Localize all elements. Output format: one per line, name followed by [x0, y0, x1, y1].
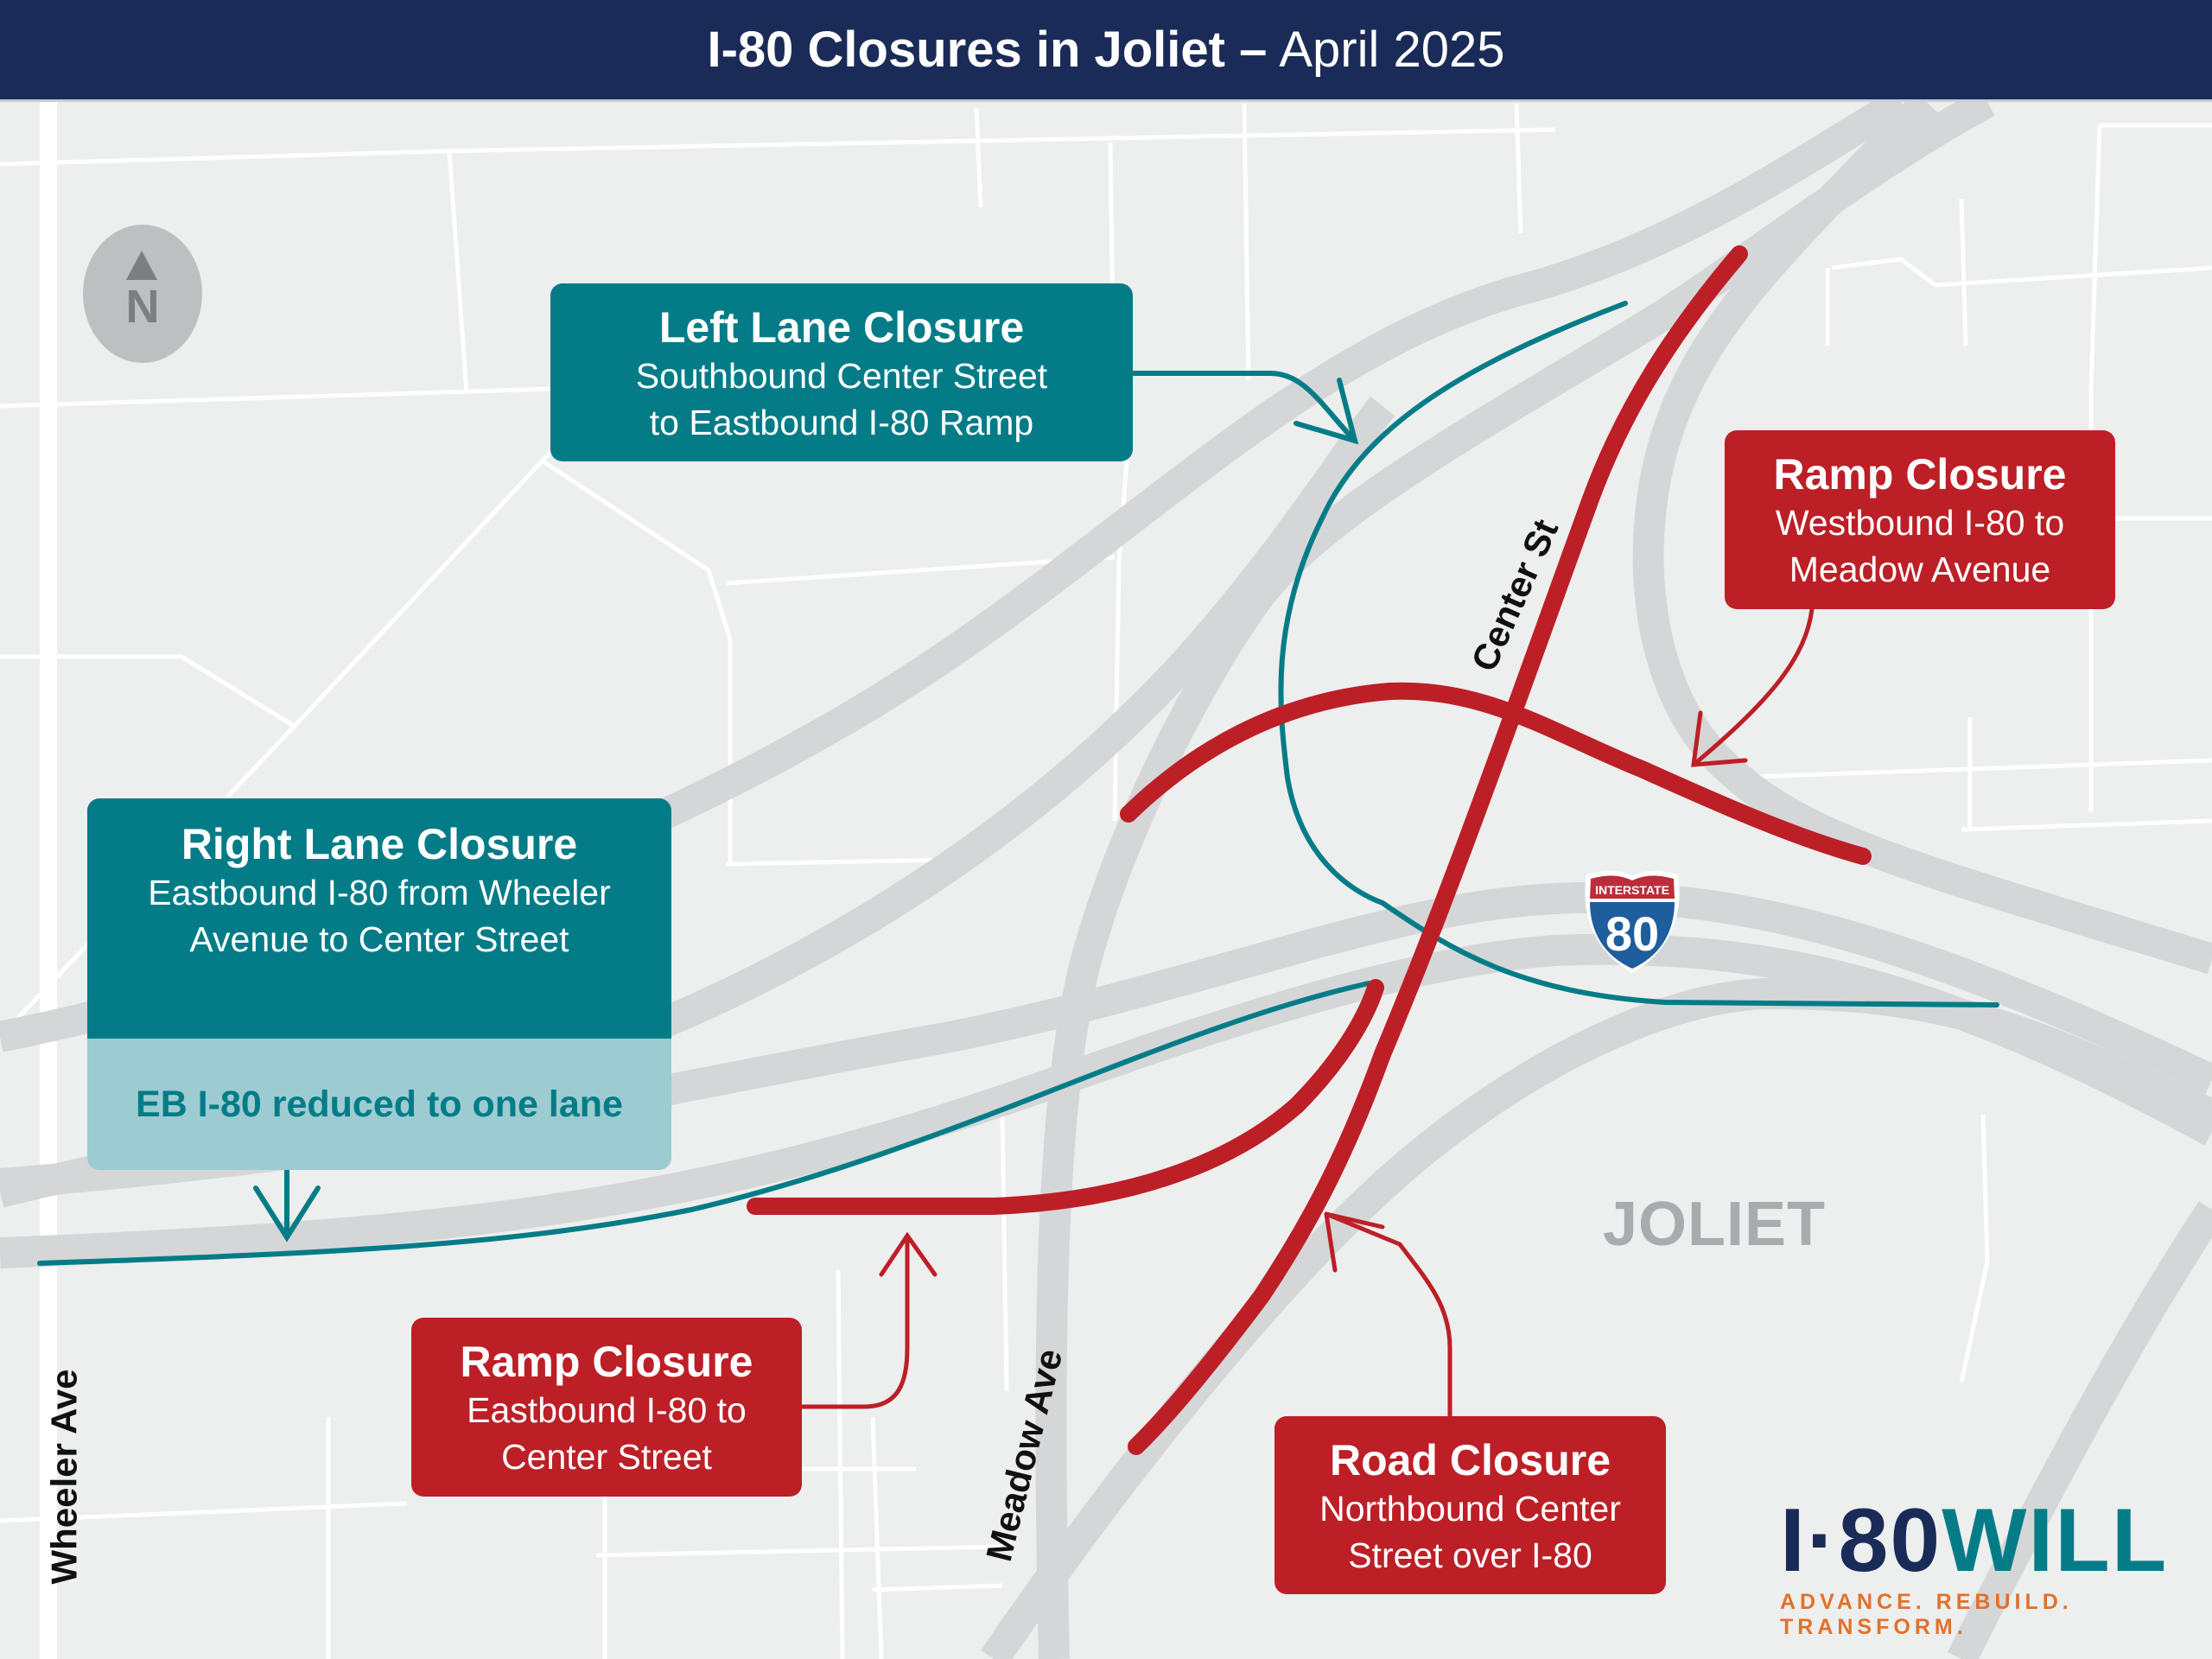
callout-title: Right Lane Closure [181, 820, 578, 868]
north-arrow-icon: N [83, 225, 202, 363]
logo-i80: I·80 [1780, 1491, 1942, 1591]
north-arrow-glyph [126, 251, 157, 280]
callout-ramp-closure-eastbound: Ramp Closure Eastbound I-80 to Center St… [411, 1318, 802, 1497]
header-title-bold: I-80 Closures in Joliet – [707, 22, 1268, 78]
callout-desc-line2: Street over I-80 [1348, 1535, 1592, 1575]
callout-desc-line2: Center Street [501, 1437, 712, 1477]
interstate-80-shield-icon: INTERSTATE 80 [1580, 868, 1685, 975]
callout-desc-line2: Avenue to Center Street [189, 919, 569, 959]
wheeler-ave-road [40, 102, 57, 1659]
red-closure-lines [747, 245, 1872, 1455]
callout-ramp-closure-westbound: Ramp Closure Westbound I-80 to Meadow Av… [1725, 430, 2115, 609]
left-lane-callout-arrow [1130, 371, 1357, 443]
page-header: I-80 Closures in Joliet – April 2025 [0, 0, 2212, 102]
callout-desc-line2: Meadow Avenue [1789, 550, 2051, 589]
callout-desc-line2: to Eastbound I-80 Ramp [649, 403, 1034, 442]
wb-ramp-closure [1120, 682, 1872, 865]
callout-right-lane-main: Right Lane Closure Eastbound I-80 from W… [87, 798, 671, 1039]
callout-desc-line1: Westbound I-80 to [1775, 503, 2065, 543]
north-label: N [125, 281, 160, 333]
ramp-wb-callout-arrow [1691, 607, 1815, 767]
logo-wordmark: I·80WILL [1780, 1496, 2212, 1586]
callout-title: Road Closure [1329, 1436, 1611, 1484]
i80-will-logo: I·80WILL ADVANCE. REBUILD. TRANSFORM. [1780, 1496, 2212, 1640]
road-callout-arrow [1324, 1211, 1452, 1419]
callout-desc-line1: Northbound Center [1319, 1489, 1621, 1529]
header-title-date: April 2025 [1279, 22, 1505, 78]
eb-ramp-closure [747, 979, 1384, 1215]
place-label-joliet: JOLIET [1603, 1190, 1827, 1259]
shield-top-text: INTERSTATE [1595, 883, 1669, 897]
callout-right-lane-note: EB I-80 reduced to one lane [87, 1039, 671, 1170]
callout-title: Ramp Closure [460, 1338, 753, 1386]
ramp-eb-callout-arrow [799, 1233, 910, 1409]
logo-will: WILL [1942, 1491, 2169, 1591]
center-st-closure [1128, 245, 1748, 1455]
callout-desc-line1: Eastbound I-80 to [467, 1390, 747, 1430]
callout-left-lane-closure: Left Lane Closure Southbound Center Stre… [550, 283, 1133, 461]
callout-right-lane-closure: Right Lane Closure Eastbound I-80 from W… [87, 798, 671, 1170]
logo-tagline: ADVANCE. REBUILD. TRANSFORM. [1780, 1590, 2073, 1639]
callout-road-closure: Road Closure Northbound Center Street ov… [1274, 1416, 1666, 1594]
right-lane-closure-eb [37, 981, 1371, 1266]
callout-title: Left Lane Closure [658, 303, 1025, 352]
callout-desc-line1: Southbound Center Street [635, 356, 1048, 396]
callout-title: Ramp Closure [1773, 450, 2067, 499]
left-lane-closure-ramp [1278, 301, 1999, 1007]
street-label-wheeler-ave: Wheeler Ave [43, 1369, 85, 1585]
teal-closure-lines [37, 301, 1999, 1266]
callout-desc-line1: Eastbound I-80 from Wheeler [148, 873, 611, 912]
shield-number: 80 [1605, 906, 1659, 961]
